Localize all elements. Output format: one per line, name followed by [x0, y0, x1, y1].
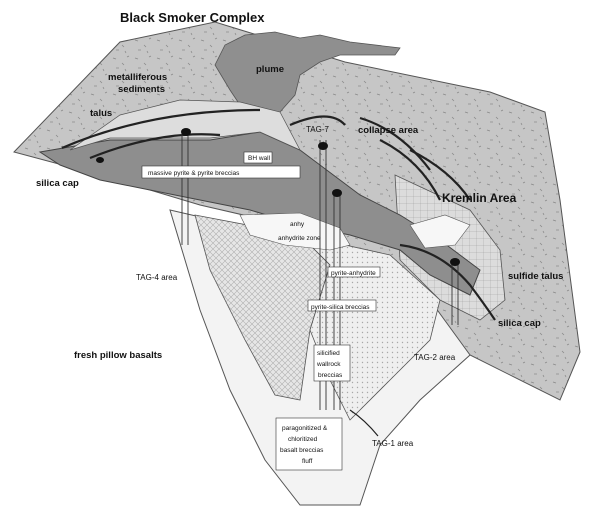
label-tag7: TAG-7 — [306, 125, 330, 134]
label-anhydrite-2: anhydrite zone — [278, 235, 321, 242]
label-tag2: TAG-2 area — [414, 353, 456, 362]
label-tag1: TAG-1 area — [372, 439, 414, 448]
label-silicified-2: wallrock — [316, 361, 341, 368]
label-pyrite-anhydrite: pyrite-anhydrite — [331, 270, 376, 277]
label-talus: talus — [90, 108, 112, 119]
label-anhydrite-1: anhy — [290, 221, 305, 228]
label-bh-wall: BH wall — [248, 155, 271, 162]
label-silica-cap-right: silica cap — [498, 318, 541, 329]
label-metalliferous-1: metalliferous — [108, 72, 167, 83]
label-paragonitized-3: basalt breccias — [280, 447, 324, 454]
label-collapse-area: collapse area — [358, 125, 419, 136]
label-paragonitized-1: paragonitized & — [282, 425, 328, 432]
label-plume: plume — [256, 64, 284, 75]
label-metalliferous-2: sediments — [118, 84, 165, 95]
label-massive-pyrite: massive pyrite & pyrite breccias — [148, 170, 240, 177]
label-kremlin-area: Kremlin Area — [442, 191, 517, 205]
label-silica-cap-left: silica cap — [36, 178, 79, 189]
label-paragonitized-4: fluff — [302, 458, 313, 465]
label-fresh-pillow: fresh pillow basalts — [74, 350, 162, 361]
label-silicified-1: silicified — [317, 350, 340, 357]
label-paragonitized-2: chloritized — [288, 436, 318, 443]
label-pyrite-silica: pyrite-silica breccias — [311, 304, 370, 311]
diagram-title: Black Smoker Complex — [120, 10, 265, 25]
label-sulfide-talus: sulfide talus — [508, 271, 563, 282]
label-silicified-3: breccias — [318, 372, 343, 379]
label-tag4: TAG-4 area — [136, 273, 178, 282]
